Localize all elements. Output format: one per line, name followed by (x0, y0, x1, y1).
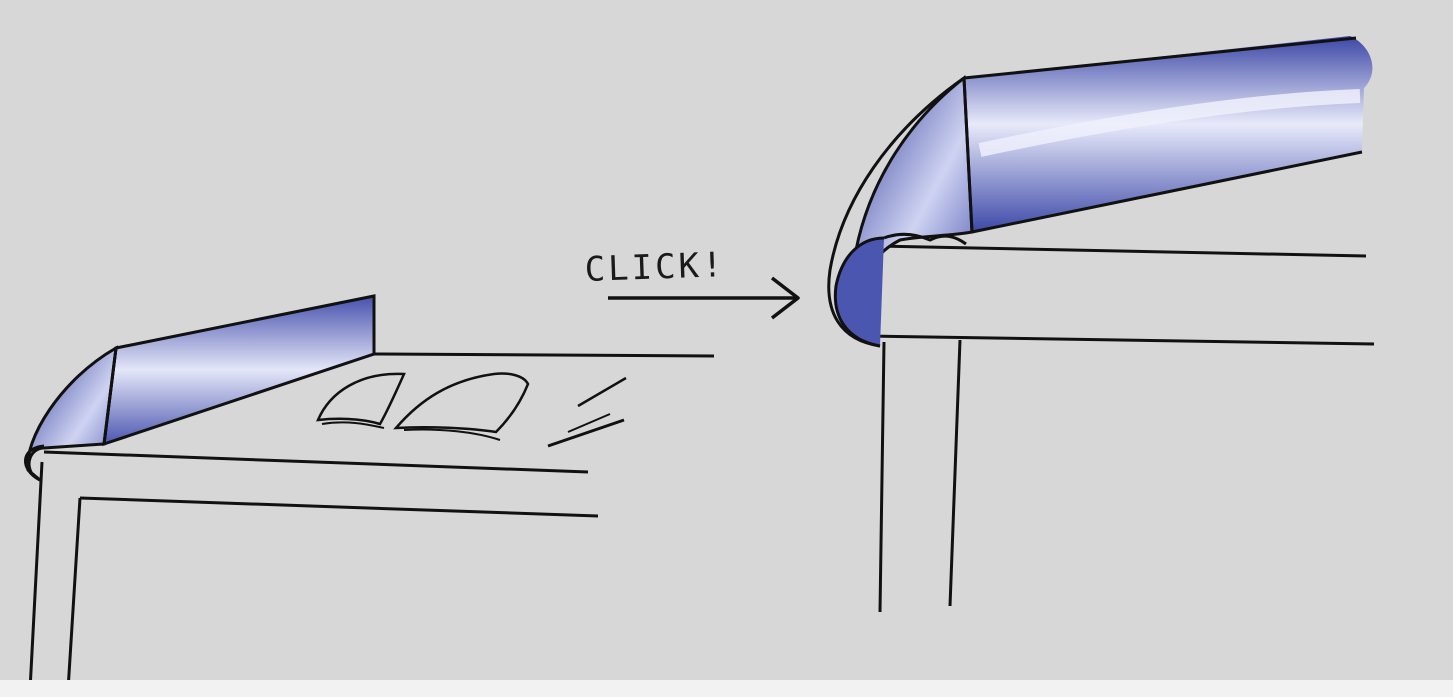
bottom-strip (0, 680, 1453, 697)
flap-open (829, 36, 1373, 346)
book-sketch (318, 373, 626, 446)
desk-open (868, 246, 1374, 612)
click-label: CLICK! (584, 245, 726, 290)
